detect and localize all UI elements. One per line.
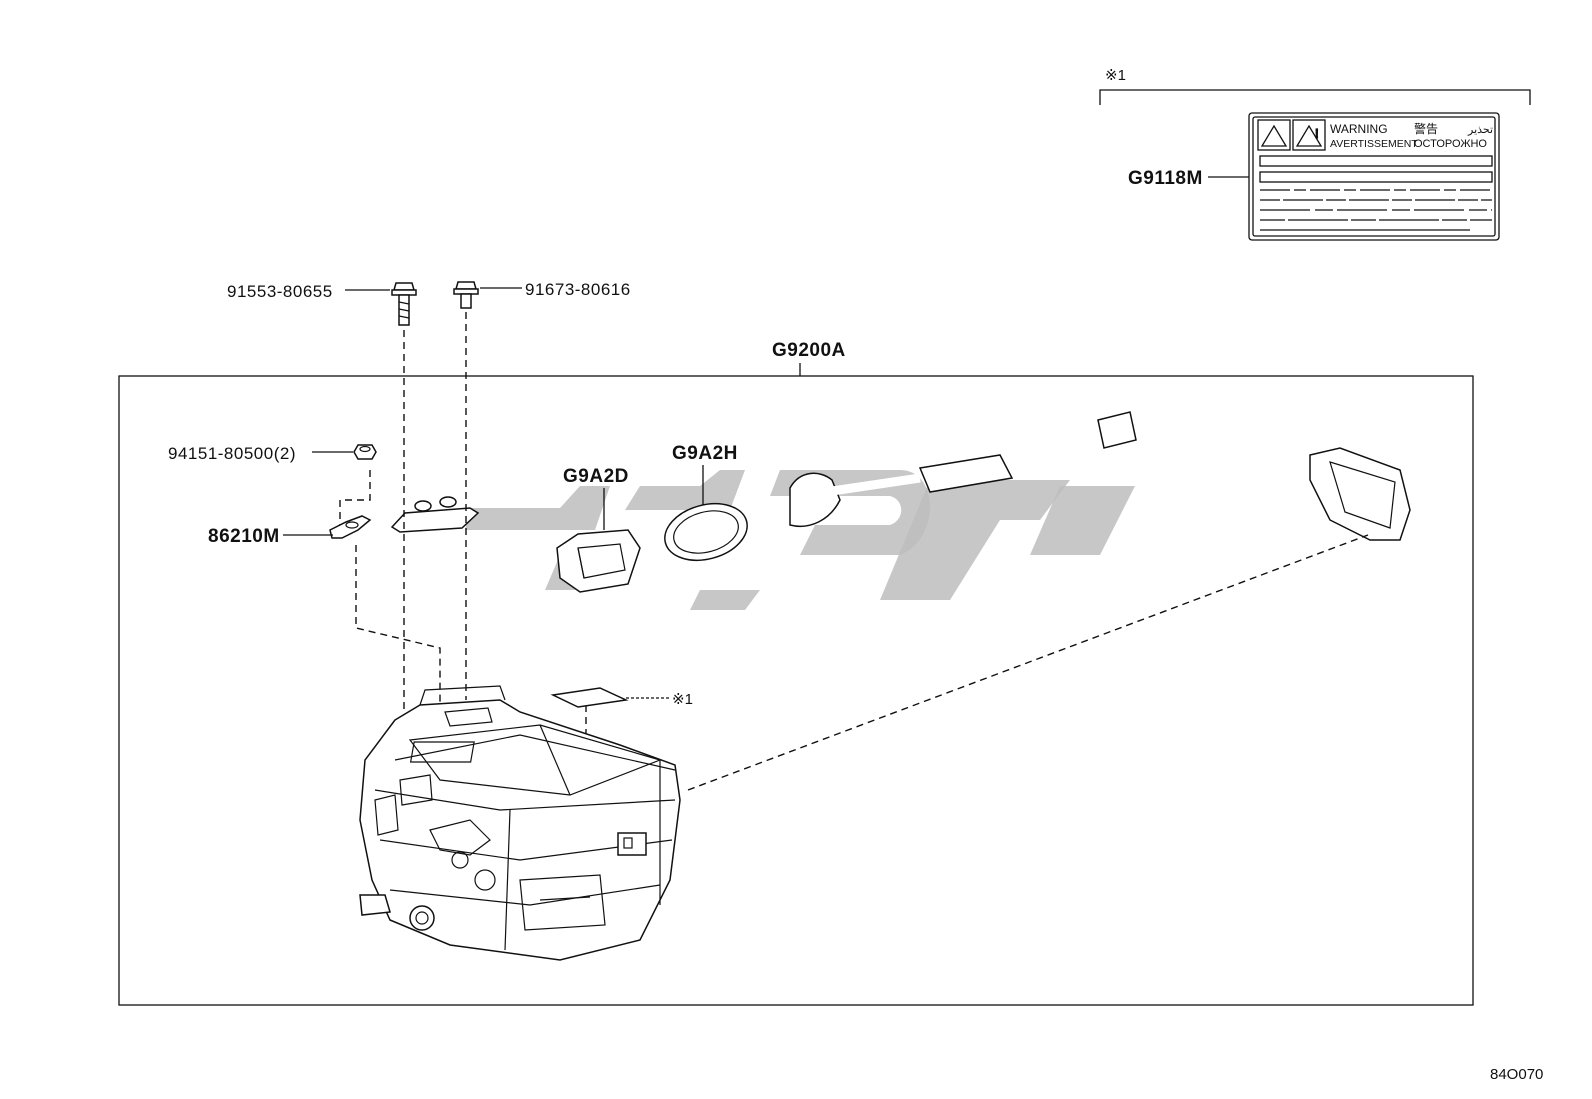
- nut-icon: [353, 444, 377, 460]
- callout-seal-h: G9A2H: [672, 443, 738, 464]
- warning-triangle-icon: [1260, 124, 1288, 147]
- warning-jp: 警告: [1414, 121, 1438, 136]
- warning-triangle-icon: [1295, 124, 1323, 147]
- bracket-part: [329, 515, 372, 539]
- seal-d-part: [556, 529, 641, 593]
- note-marker: ※1: [1105, 67, 1126, 84]
- callout-bolt-1: 91553-80655: [227, 282, 333, 301]
- bolt-icon: [391, 282, 417, 326]
- callout-nut: 94151-80500(2): [168, 444, 296, 463]
- terminal-plate-part: [390, 496, 480, 533]
- seal-h-part: [664, 502, 748, 562]
- group-label: G9200A: [772, 340, 846, 361]
- callout-bracket: 86210M: [208, 526, 280, 547]
- warning-ru: ОСТОРОЖНО: [1414, 138, 1487, 150]
- callout-bolt-2: 91673-80616: [525, 280, 631, 299]
- cable-harness-part: [789, 411, 1411, 541]
- callout-label-ref: ※1: [672, 691, 693, 708]
- warning-ar: تحذير: [1467, 124, 1493, 136]
- svg-text:!: !: [1315, 126, 1319, 141]
- bolt-icon: [453, 281, 479, 309]
- warning-en: WARNING: [1330, 122, 1388, 136]
- warning-label-partno: G9118M: [1128, 168, 1203, 189]
- inverter-assembly-part: [359, 685, 681, 961]
- callout-seal-d: G9A2D: [563, 466, 629, 487]
- warning-fr: AVERTISSEMENT: [1330, 138, 1418, 150]
- warning-label-sticker: ! WARNING AVERTISSEMENT 警告 ОСТОРОЖНО تحذ…: [1248, 112, 1500, 241]
- diagram-code: 84O070: [1490, 1066, 1543, 1083]
